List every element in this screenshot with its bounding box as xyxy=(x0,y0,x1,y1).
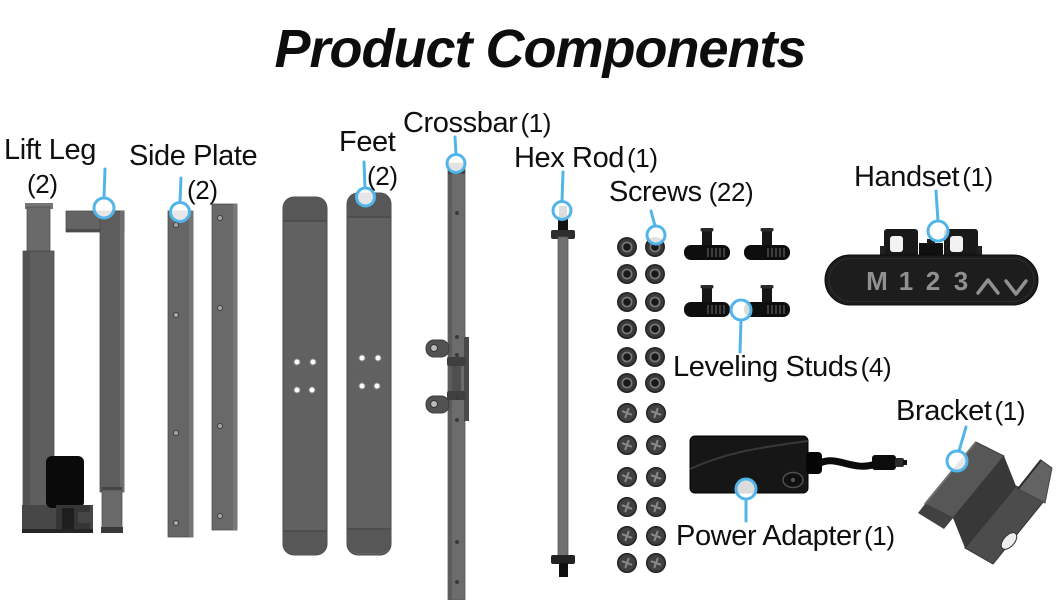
up-chevron-icon xyxy=(976,278,1000,295)
crossbar-name: Crossbar xyxy=(403,107,518,139)
down-chevron-icon xyxy=(1004,279,1028,296)
handset-label: Handset(1) xyxy=(854,163,993,192)
page-title: Product Components xyxy=(274,19,807,79)
screws-label: Screws(22) xyxy=(609,176,754,208)
power-adapter-callout-line xyxy=(734,477,758,523)
lift-leg-label: Lift Leg xyxy=(4,134,96,166)
leveling-studs-callout-line xyxy=(729,298,753,354)
side-plate-image xyxy=(167,203,238,538)
power-adapter-image xyxy=(689,435,907,494)
handset-button-m: M xyxy=(866,266,888,296)
handset-callout-line xyxy=(926,189,950,243)
lift-leg-callout-line xyxy=(92,167,116,220)
hex-rod-callout-line xyxy=(551,170,573,221)
side-plate-label: Side Plate xyxy=(129,140,258,172)
hex-rod-label: Hex Rod(1) xyxy=(514,144,658,173)
lift-leg-image xyxy=(22,203,125,533)
lift-leg-count: (2) xyxy=(27,169,58,199)
hex-rod-name: Hex Rod xyxy=(514,142,625,174)
crossbar-image xyxy=(425,162,469,600)
crossbar-callout-line xyxy=(445,135,467,174)
feet-callout-line xyxy=(355,160,376,208)
feet-label: Feet xyxy=(339,126,396,158)
feet-count: (2) xyxy=(367,161,398,191)
handset-button-2: 2 xyxy=(926,266,940,296)
screws-name: Screws xyxy=(609,176,702,208)
bracket-label: Bracket(1) xyxy=(896,397,1025,426)
bracket-callout-line xyxy=(945,425,969,473)
leveling-studs-name: Leveling Studs xyxy=(673,351,858,383)
bracket-count: (1) xyxy=(994,396,1026,426)
handset-image: M 1 2 3 xyxy=(824,229,1039,306)
bracket-name: Bracket xyxy=(896,395,992,427)
power-adapter-name: Power Adapter xyxy=(676,520,862,552)
side-plate-count: (2) xyxy=(187,175,218,205)
hex-rod-image xyxy=(551,206,575,577)
side-plate-callout-line xyxy=(169,176,191,223)
feet-image xyxy=(282,192,392,556)
handset-name: Handset xyxy=(854,161,960,193)
leveling-studs-count: (4) xyxy=(860,352,892,382)
screws-callout-line xyxy=(645,209,667,246)
handset-count: (1) xyxy=(962,162,993,192)
crossbar-count: (1) xyxy=(520,108,552,138)
handset-button-3: 3 xyxy=(954,266,968,296)
power-adapter-count: (1) xyxy=(864,521,895,551)
power-adapter-label: Power Adapter(1) xyxy=(676,522,895,551)
hex-rod-count: (1) xyxy=(627,143,658,173)
screws-image xyxy=(616,236,667,574)
screws-count: (22) xyxy=(708,177,754,207)
crossbar-label: Crossbar(1) xyxy=(403,109,551,138)
bracket-image xyxy=(918,441,1053,565)
leveling-studs-label: Leveling Studs(4) xyxy=(673,351,892,383)
handset-button-1: 1 xyxy=(899,266,913,296)
